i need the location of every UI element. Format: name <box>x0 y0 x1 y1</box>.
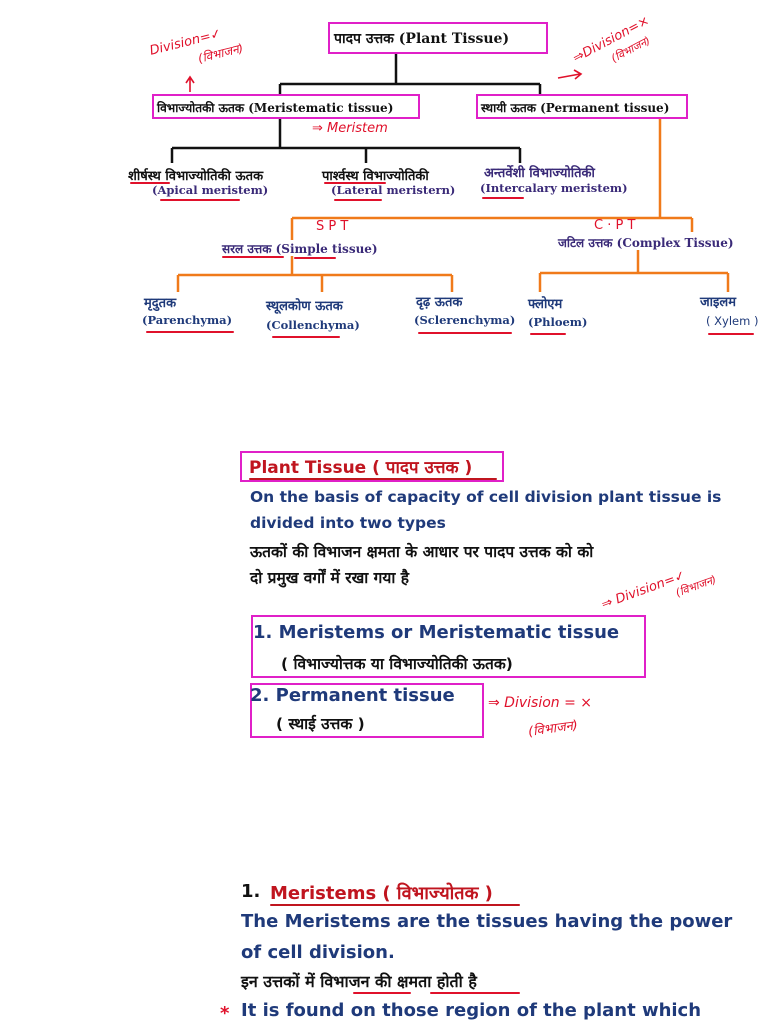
section2-heading: Meristems ( विभाज्योतक ) <box>270 883 493 904</box>
simple-underline <box>222 256 284 258</box>
apical-underline-en <box>160 199 240 201</box>
intercalary-underline-en <box>482 197 524 199</box>
lateral-hindi: पार्श्वस्थ विभाज्योतिकी <box>322 169 429 184</box>
annotation-division-perm: ⇒ Division = × <box>488 695 593 711</box>
item1-box <box>251 615 646 678</box>
bullet-star: * <box>220 1003 230 1024</box>
section1-en-line2: divided into two types <box>250 514 446 532</box>
apical-underline-hi <box>130 182 170 184</box>
meristematic-node-box <box>152 94 420 119</box>
xylem-english: ( Xylem ) <box>706 314 759 328</box>
item2-line2: ( स्थाई उत्तक ) <box>276 715 365 733</box>
annotation-cpt: C · P T <box>594 218 636 233</box>
simple-underline-en <box>294 257 336 259</box>
parenchyma-underline <box>146 331 234 333</box>
annotation-vibhajan-perm: (विभाजन) <box>527 718 579 740</box>
lateral-underline-hi <box>324 182 386 184</box>
permanent-node-box <box>476 94 688 119</box>
root-node-box <box>328 22 548 54</box>
item1-line1: 1. Meristems or Meristematic tissue <box>253 622 620 643</box>
sclerenchyma-english: (Sclerenchyma) <box>414 313 516 327</box>
collenchyma-english: (Collenchyma) <box>266 318 360 332</box>
section1-heading-box <box>240 451 504 482</box>
item1-line2: ( विभाज्योत्तक या विभाज्योतिकी ऊतक) <box>281 655 513 673</box>
section2-number: 1. <box>241 881 261 902</box>
intercalary-english: (Intercalary meristem) <box>480 181 628 195</box>
section1-hi-line1: ऊतकों की विभाजन क्षमता के आधार पर पादप उ… <box>250 543 594 561</box>
phloem-hindi: फ्लोएम <box>528 297 563 312</box>
diagram-connectors <box>170 53 730 292</box>
root-node: पादप उत्तक (Plant Tissue) <box>334 31 510 47</box>
xylem-hindi: जाइलम <box>700 295 736 310</box>
phloem-underline <box>530 333 566 335</box>
annotation-spt: S P T <box>316 219 349 234</box>
section1-en-line1: On the basis of capacity of cell divisio… <box>250 488 722 506</box>
section2-hi-underline-1 <box>353 992 411 994</box>
section1-hi-line2: दो प्रमुख वर्गों में रखा गया है <box>250 569 410 587</box>
collenchyma-underline <box>272 336 340 338</box>
complex-tissue-node: जटिल उत्तक (Complex Tissue) <box>558 236 734 250</box>
phloem-english: (Phloem) <box>528 315 588 329</box>
lateral-underline-en <box>334 199 382 201</box>
section1-heading-underline <box>249 478 497 480</box>
apical-english: (Apical meristem) <box>152 183 269 197</box>
item2-box <box>250 683 484 738</box>
section2-hi-text: इन उत्तकों में विभाजन की क्षमता होती है <box>241 972 477 991</box>
section2-hi-underline-2 <box>430 992 520 994</box>
simple-tissue-node: सरल उत्तक (Simple tissue) <box>222 242 378 256</box>
sclerenchyma-underline <box>418 332 512 334</box>
parenchyma-english: (Parenchyma) <box>142 313 233 327</box>
section2-bullet-text: It is found on those region of the plant… <box>241 1000 702 1021</box>
permanent-node: स्थायी ऊतक (Permanent tissue) <box>481 101 670 115</box>
lateral-english: (Lateral meristern) <box>331 183 456 197</box>
parenchyma-hindi: मृदुतक <box>144 296 177 311</box>
apical-hindi: शीर्षस्थ विभाज्योतिकी ऊतक <box>128 169 264 184</box>
meristematic-node: विभाज्योतकी ऊतक (Meristematic tissue) <box>157 101 394 115</box>
section2-en-line2: of cell division. <box>241 942 395 963</box>
collenchyma-hindi: स्थूलकोण ऊतक <box>266 299 343 314</box>
section1-heading: Plant Tissue ( पादप उत्तक ) <box>249 458 473 478</box>
item2-line1: 2. Permanent tissue <box>250 685 455 706</box>
section2-heading-underline <box>270 904 520 906</box>
sclerenchyma-hindi: दृढ़ ऊतक <box>416 295 463 310</box>
intercalary-hindi: अन्तर्वेशी विभाज्योतिकी <box>484 166 595 181</box>
xylem-underline <box>708 333 754 335</box>
section2-en-line1: The Meristems are the tissues having the… <box>241 911 733 932</box>
annotation-meristem: ⇒ Meristem <box>312 121 388 136</box>
